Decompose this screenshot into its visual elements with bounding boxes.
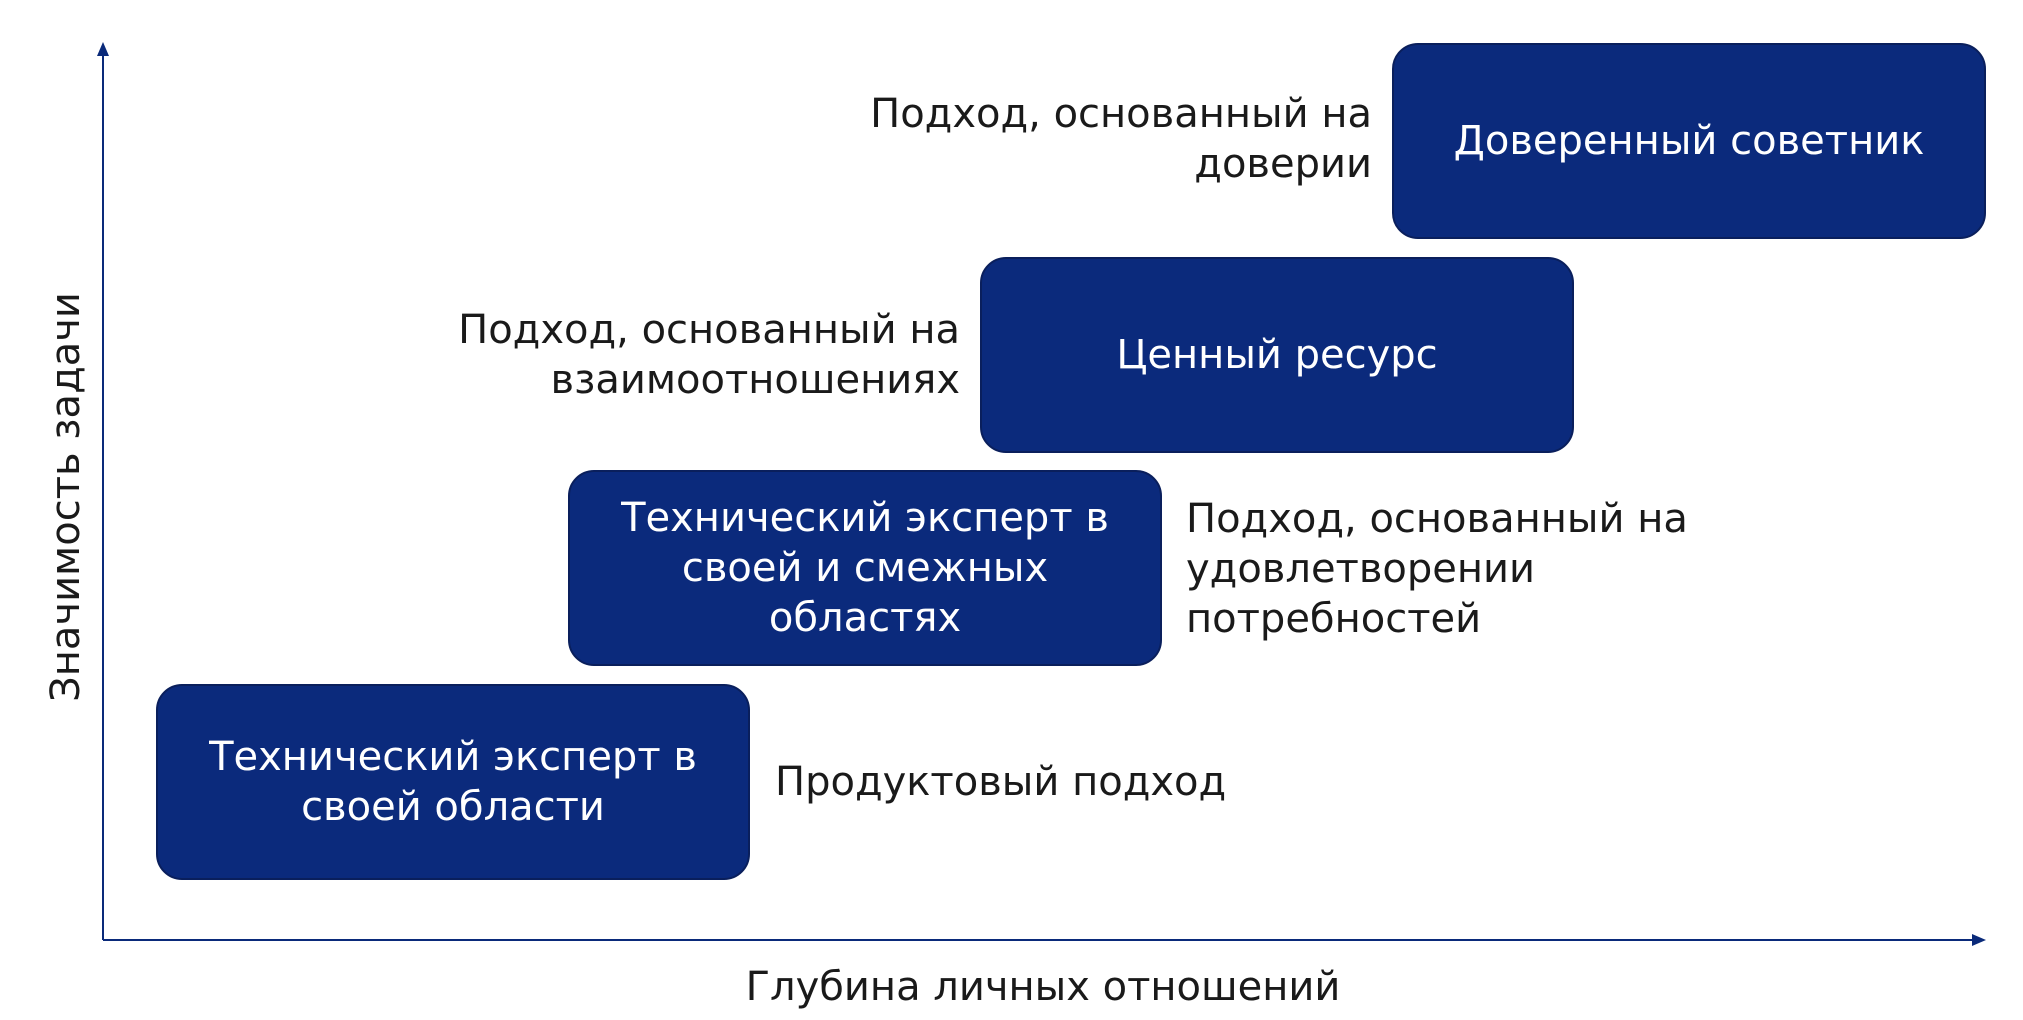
level-4-box: Доверенный советник [1392,43,1986,239]
level-3-box-label: Ценный ресурс [1116,332,1438,378]
level-1-box-label: Технический эксперт в своей области [209,734,697,830]
x-axis-arrowhead [1972,934,1986,946]
x-axis-title: Глубина личных отношений [745,964,1341,1010]
y-axis-arrowhead [97,42,109,56]
level-4-box-label: Доверенный советник [1453,118,1925,164]
level-2-box-label: Технический эксперт в своей и смежных об… [621,495,1109,641]
level-4-approach: Подход, основанный на доверии [870,91,1372,187]
y-axis-title: Значимость задачи [43,292,89,702]
level-3-approach: Подход, основанный на взаимоотношениях [458,307,960,403]
level-1-box: Технический эксперт в своей области [156,684,750,880]
level-3-box: Ценный ресурс [980,257,1574,453]
level-1-approach: Продуктовый подход [775,759,1227,805]
level-2-box: Технический эксперт в своей и смежных об… [568,470,1162,666]
level-2-approach: Подход, основанный на удовлетворении пот… [1186,496,1688,642]
